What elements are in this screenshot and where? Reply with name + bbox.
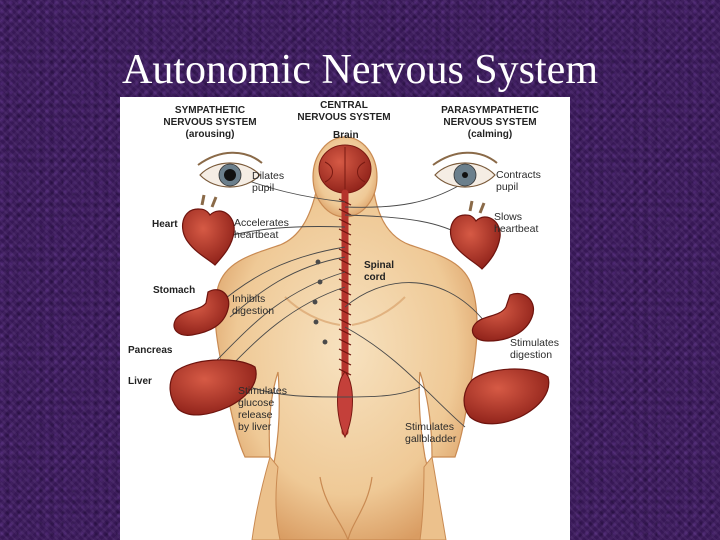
contracts-pupil-label: Contracts pupil <box>496 169 541 193</box>
left-liver <box>169 359 257 416</box>
sympathetic-header: SYMPATHETIC NERVOUS SYSTEM (arousing) <box>163 105 257 140</box>
central-header: CENTRAL NERVOUS SYSTEM <box>297 100 391 123</box>
right-liver <box>463 368 550 425</box>
accelerates-heartbeat-label: Accelerates heartbeat <box>234 217 289 241</box>
anatomy-illustration <box>169 136 550 540</box>
liver-label: Liver <box>128 376 152 387</box>
slide-title: Autonomic Nervous System <box>122 47 598 93</box>
buttocks-line <box>319 476 373 540</box>
right-heart <box>449 200 501 270</box>
stimulates-glucose-label: Stimulates glucose release by liver <box>238 385 288 433</box>
stimulates-gallbladder-label: Stimulates gallbladder <box>405 421 457 445</box>
right-arm <box>419 455 447 540</box>
spinal-cord <box>337 189 353 439</box>
left-arm <box>251 455 281 540</box>
autonomic-diagram: SYMPATHETIC NERVOUS SYSTEM (arousing) CE… <box>120 97 570 540</box>
dilated-pupil <box>224 169 236 181</box>
contracted-pupil <box>462 172 468 178</box>
left-stomach <box>173 289 230 336</box>
inhibits-digestion-label: Inhibits digestion <box>232 293 275 317</box>
pancreas-label: Pancreas <box>128 345 173 356</box>
brain-label: Brain <box>333 130 359 141</box>
dilates-pupil-label: Dilates pupil <box>252 170 285 194</box>
left-heart <box>181 194 235 266</box>
stimulates-digestion-label: Stimulates digestion <box>510 337 560 361</box>
heart-label: Heart <box>152 219 178 230</box>
right-eye <box>432 151 498 188</box>
left-eye <box>197 151 263 188</box>
spinal-cord-label: Spinal cord <box>364 260 395 283</box>
shoulder-blades <box>284 296 406 326</box>
sacrum <box>337 371 353 439</box>
slows-heartbeat-label: Slows heartbeat <box>494 211 539 235</box>
right-stomach <box>471 293 534 342</box>
stomach-label: Stomach <box>153 285 196 296</box>
parasympathetic-header: PARASYMPATHETIC NERVOUS SYSTEM (calming) <box>441 105 539 140</box>
